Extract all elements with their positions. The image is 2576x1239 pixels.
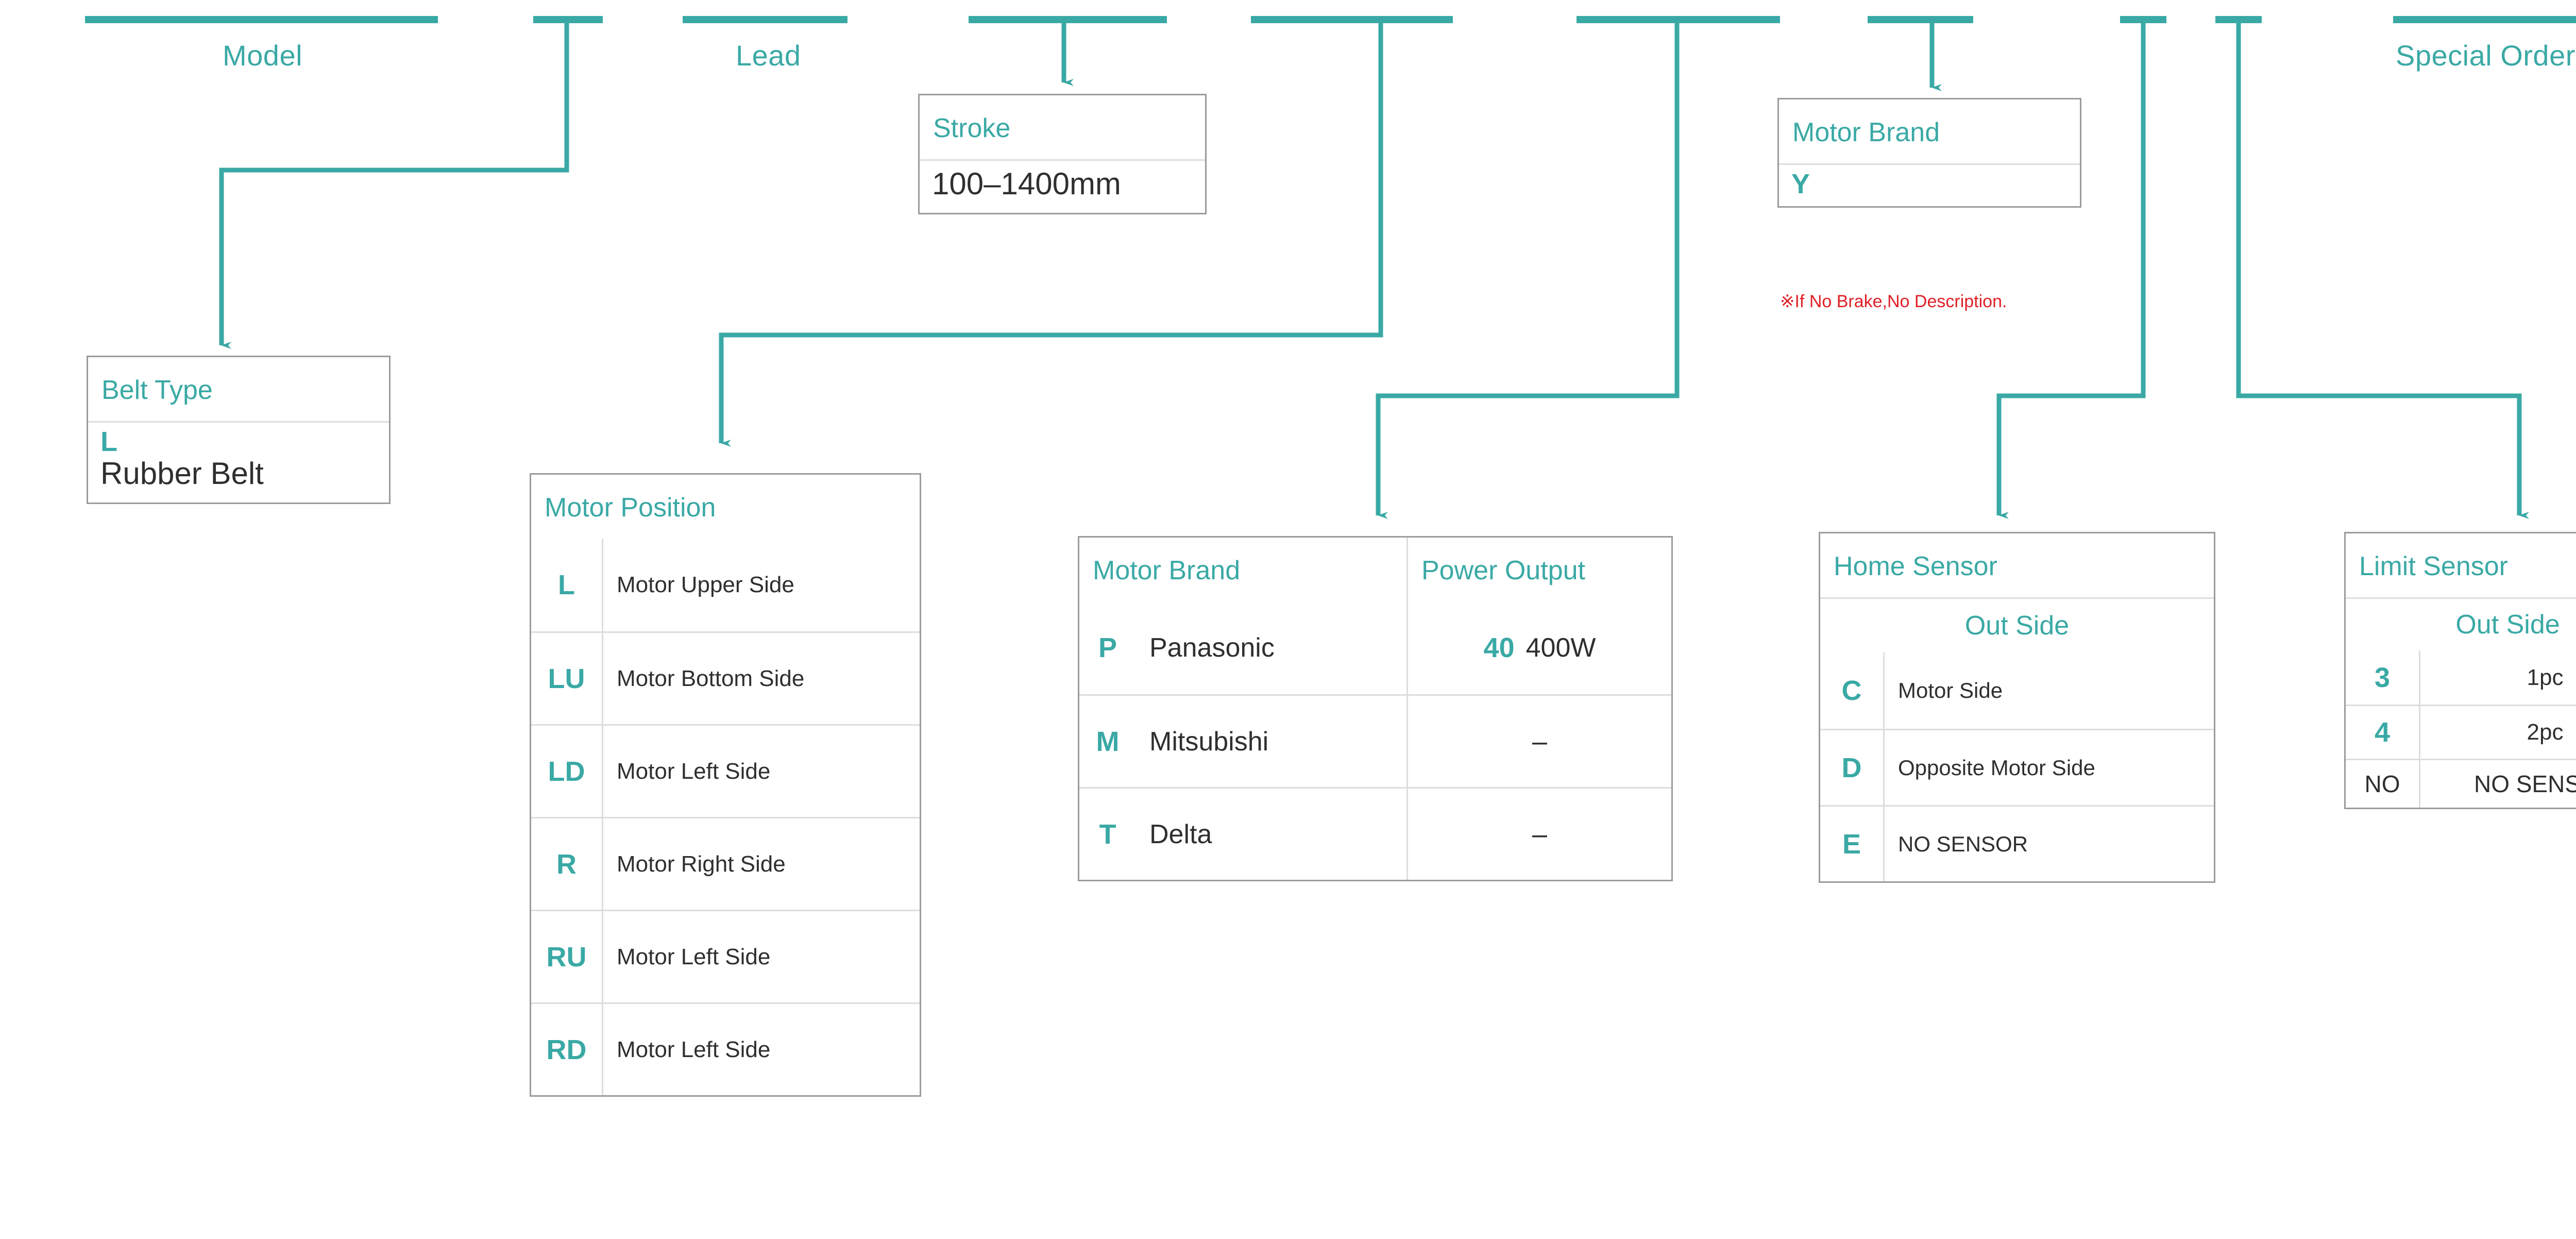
row-code: 4 [2346, 706, 2420, 759]
motor-brand-column-header: Motor Brand [1093, 556, 1241, 585]
table-row: 3 1pc [2346, 650, 2576, 705]
stroke-header: Stroke [933, 113, 1011, 143]
row-description: Motor Right Side [617, 851, 786, 877]
table-row: R Motor Right Side [531, 817, 920, 910]
table-row: C Motor Side [1820, 652, 2214, 729]
belt-type-value: Rubber Belt [100, 456, 264, 491]
stroke-value: 100–1400mm [932, 166, 1121, 201]
row-code: P [1098, 632, 1117, 663]
row-brand: Mitsubishi [1149, 726, 1269, 757]
belt-type-box: Belt Type L Rubber Belt [87, 356, 391, 504]
row-code: NO [2346, 760, 2420, 808]
table-row: RD Motor Left Side [531, 1002, 920, 1095]
row-description: Motor Bottom Side [617, 665, 805, 691]
row-code: LU [531, 633, 603, 724]
divider [1406, 696, 1408, 787]
divider [1406, 601, 1408, 694]
brake-note: ※If No Brake,No Description. [1780, 292, 2007, 311]
home-sensor-subheader: Out Side [1964, 611, 2070, 641]
row-description: Motor Left Side [617, 1036, 771, 1062]
row-description: 2pc [2527, 719, 2564, 745]
table-row: LU Motor Bottom Side [531, 631, 920, 724]
group-label-model: Model [223, 39, 303, 72]
divider [1820, 597, 2214, 599]
table-row: P Panasonic 40 400W [1079, 601, 1671, 694]
row-code: LD [531, 726, 603, 817]
row-description: Motor Left Side [617, 758, 771, 784]
belt-type-header: Belt Type [101, 375, 213, 405]
divider [2346, 597, 2576, 599]
row-code: C [1820, 652, 1885, 729]
row-description: Motor Side [1898, 678, 2003, 702]
limit-sensor-subheader: Out Side [2455, 610, 2560, 640]
row-brand: Delta [1149, 819, 1212, 849]
table-row: 4 2pc [2346, 705, 2576, 759]
group-label-special-order: Special Order No. [2396, 39, 2576, 72]
row-code: RU [531, 911, 603, 1002]
row-code: RD [531, 1004, 603, 1095]
row-power-output: – [1408, 696, 1671, 787]
row-code: 3 [2346, 650, 2420, 705]
row-description: NO SENSOR [1898, 831, 2028, 856]
row-brand: Panasonic [1149, 633, 1275, 663]
table-row: T Delta – [1079, 787, 1671, 880]
row-code: E [1820, 807, 1885, 881]
motor-brand-simple-code: Y [1791, 169, 1810, 199]
table-row: LD Motor Left Side [531, 724, 920, 817]
motor-brand-table-box: Motor Brand Power Output P Panasonic 40 400… [1078, 536, 1673, 881]
table-row: E NO SENSOR [1820, 805, 2214, 881]
motor-position-header: Motor Position [545, 493, 716, 523]
table-row: D Opposite Motor Side [1820, 729, 2214, 805]
row-description: Motor Left Side [617, 944, 771, 969]
row-description: Opposite Motor Side [1898, 755, 2095, 780]
row-power-output: – [1408, 789, 1671, 880]
row-code: R [531, 818, 603, 910]
power-output-column-header: Power Output [1421, 556, 1585, 585]
table-row: M Mitsubishi – [1079, 694, 1671, 787]
row-code: M [1096, 726, 1120, 757]
divider [920, 159, 1205, 161]
divider [1406, 789, 1408, 880]
home-sensor-header: Home Sensor [1834, 551, 1997, 581]
stroke-box: Stroke 100–1400mm [918, 94, 1207, 214]
divider [1406, 538, 1408, 601]
row-code: L [531, 539, 603, 631]
row-code: D [1820, 730, 1885, 805]
motor-brand-simple-box: Motor Brand Y [1777, 98, 2081, 208]
row-description: NO SENSOR [2473, 771, 2576, 797]
table-row: RU Motor Left Side [531, 910, 920, 1002]
power-value: – [1532, 726, 1547, 757]
limit-sensor-header: Limit Sensor [2359, 551, 2508, 581]
row-power-output: 40 400W [1408, 601, 1671, 694]
row-code: T [1099, 818, 1116, 850]
divider [1779, 163, 2080, 165]
belt-type-code: L [100, 426, 117, 457]
motor-brand-simple-header: Motor Brand [1792, 118, 1940, 147]
divider [88, 421, 389, 423]
group-label-lead: Lead [736, 39, 801, 72]
table-row: L Motor Upper Side [531, 539, 920, 631]
row-description: 1pc [2527, 664, 2564, 690]
power-value: – [1532, 819, 1547, 849]
power-value: 400W [1526, 633, 1596, 663]
row-description: Motor Upper Side [617, 572, 794, 597]
table-row: NO NO SENSOR [2346, 759, 2576, 808]
power-code: 40 [1483, 632, 1515, 663]
motor-brand-rows: P Panasonic 40 400W M Mitsubishi – T Delta – [1079, 601, 1671, 880]
